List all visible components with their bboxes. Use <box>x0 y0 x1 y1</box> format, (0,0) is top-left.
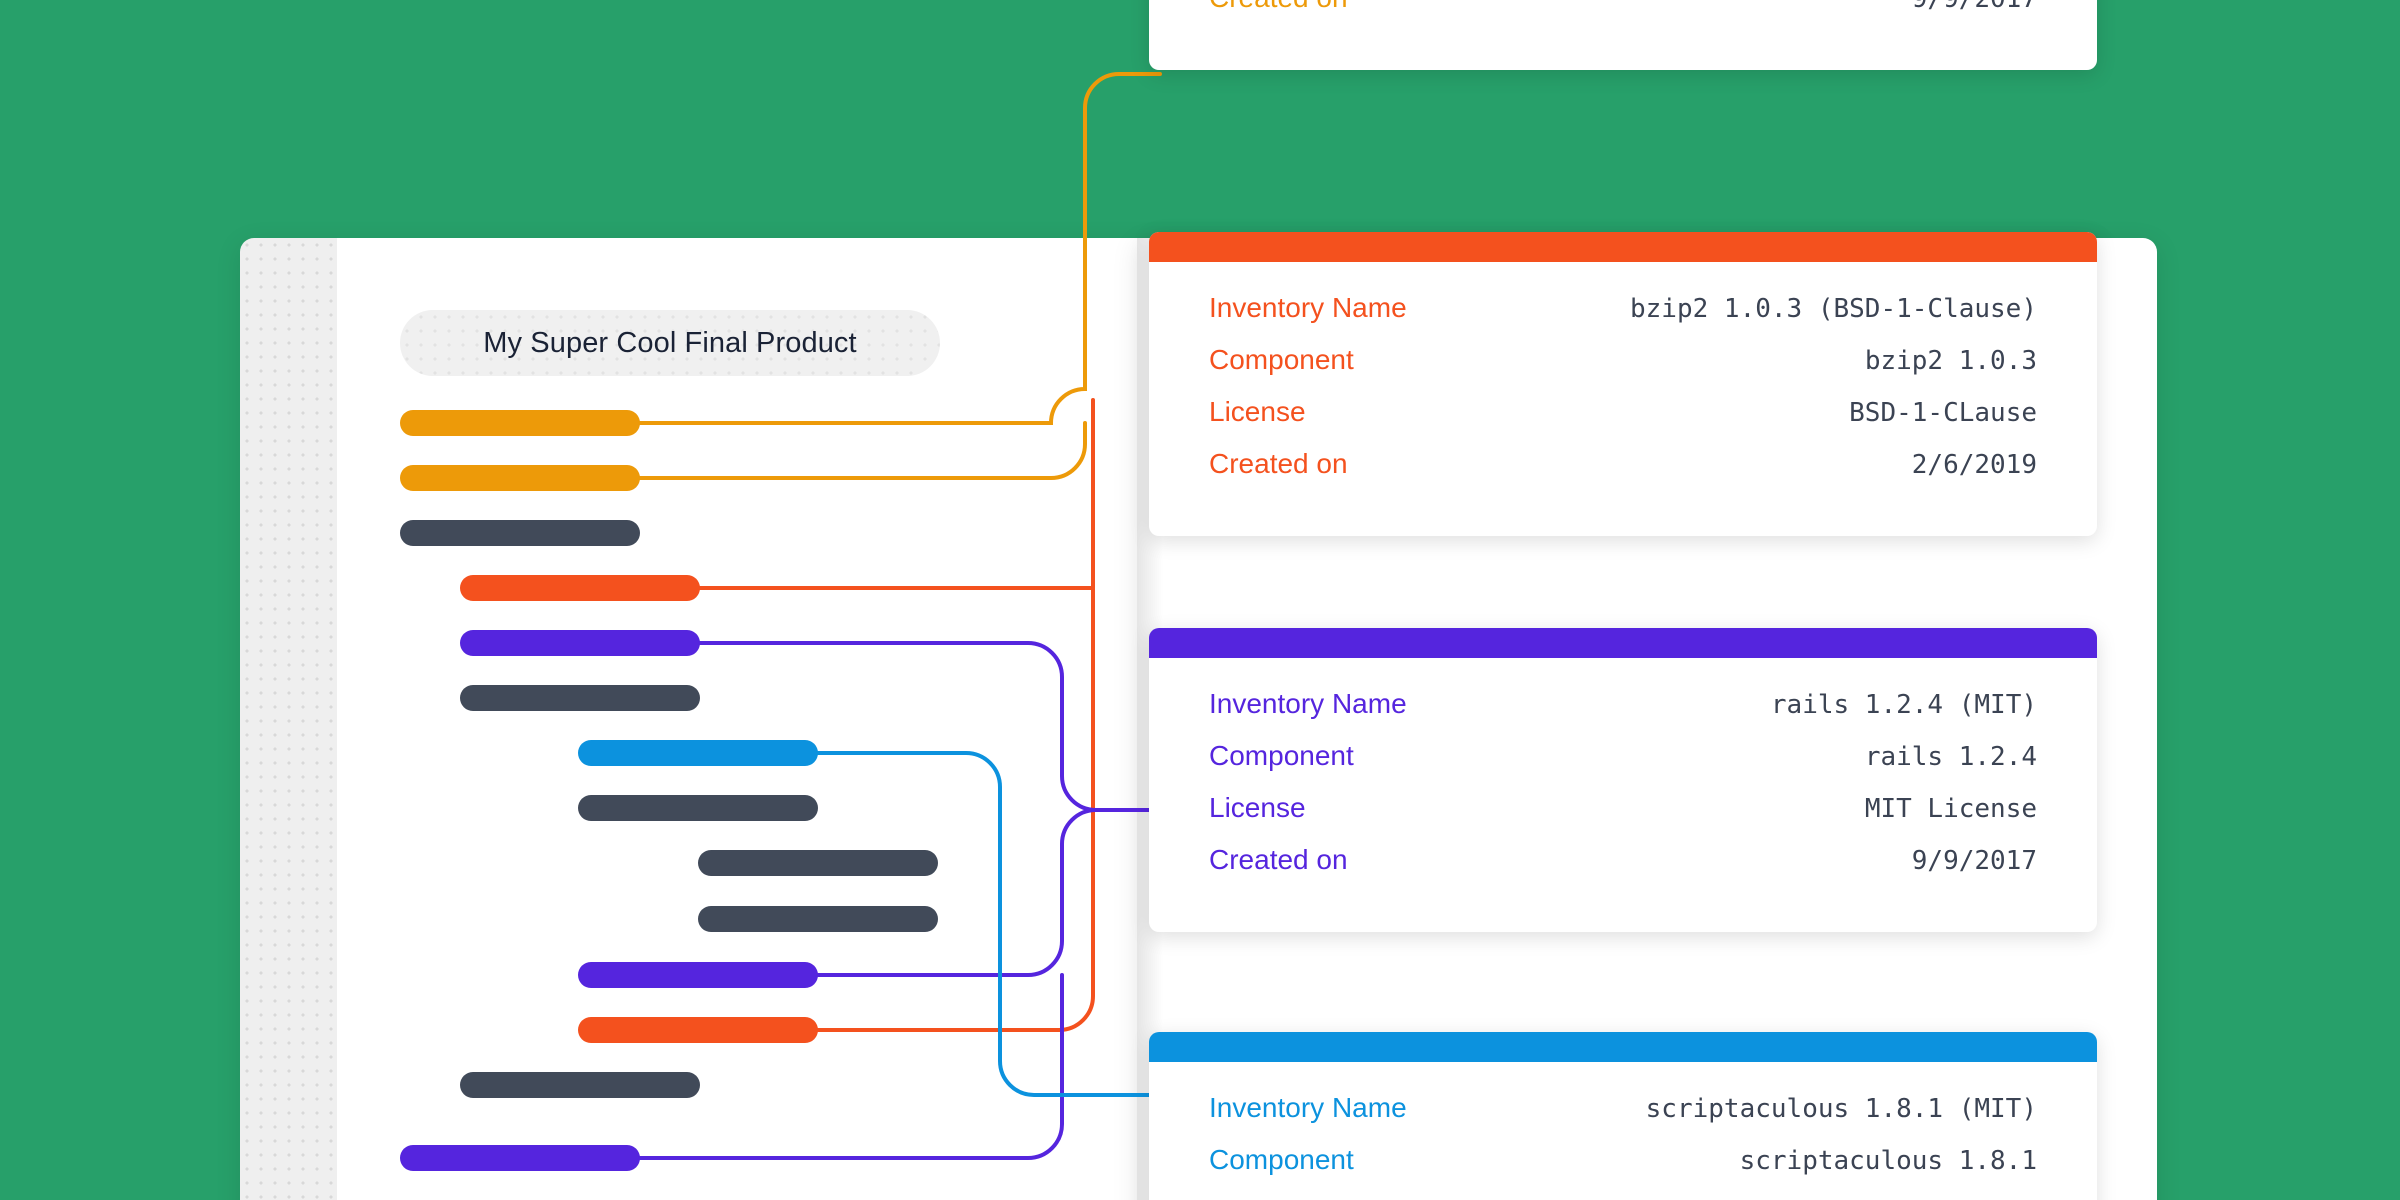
node-dark-5[interactable] <box>698 906 938 932</box>
node-purple-2[interactable] <box>578 962 818 988</box>
card-apache[interactable]: Licenseapache-2.0Created on9/9/2017 <box>1149 0 2097 70</box>
row-value-component: rails 1.2.4 <box>1864 742 2037 772</box>
row-label-license: License <box>1209 792 1306 823</box>
card-row-created-on: Created on 9/9/2017 <box>1209 844 2037 896</box>
row-label-component: Component <box>1209 344 1354 375</box>
wire-purple-mid <box>816 808 1098 977</box>
node-orange-2[interactable] <box>400 465 640 491</box>
card-body: Inventory Name rails 1.2.4 (MIT) Component… <box>1149 658 2097 932</box>
node-red-2[interactable] <box>578 1017 818 1043</box>
card-row-component: Component scriptaculous 1.8.1 <box>1209 1144 2037 1196</box>
card-row-license: License BSD-1-CLause <box>1209 396 2037 448</box>
product-title-pill[interactable]: My Super Cool Final Product <box>400 310 940 376</box>
node-purple-3[interactable] <box>400 1145 640 1171</box>
row-value-created-on: 2/6/2019 <box>1911 450 2037 480</box>
row-value-created-on: 9/9/2017 <box>1911 846 2037 876</box>
row-label-created-on: Created on <box>1209 448 1348 479</box>
node-orange-1[interactable] <box>400 410 640 436</box>
wire-purple-bottom <box>638 973 1064 1160</box>
row-label-inventory-name: Inventory Name <box>1209 292 1407 323</box>
wire-red-upper <box>698 398 1095 590</box>
card-bzip2[interactable]: Inventory Name bzip2 1.0.3 (BSD-1-Clause)… <box>1149 232 2097 536</box>
node-purple-1[interactable] <box>460 630 700 656</box>
node-dark-1[interactable] <box>400 520 640 546</box>
row-value-license: MIT License <box>1864 794 2037 824</box>
card-accent-bar <box>1149 628 2097 658</box>
wire-orange-top <box>638 72 1162 425</box>
node-dark-2[interactable] <box>460 685 700 711</box>
node-dark-3[interactable] <box>578 795 818 821</box>
row-value-component: scriptaculous 1.8.1 <box>1739 1146 2037 1176</box>
row-value-created-on: 9/9/2017 <box>1912 0 2037 14</box>
card-row-component: Component rails 1.2.4 <box>1209 740 2037 792</box>
node-red-1[interactable] <box>460 575 700 601</box>
card-body: Licenseapache-2.0Created on9/9/2017 <box>1149 0 2097 70</box>
row-label-component: Component <box>1209 1144 1354 1175</box>
card-rails[interactable]: Inventory Name rails 1.2.4 (MIT) Component… <box>1149 628 2097 932</box>
row-value-component: bzip2 1.0.3 <box>1864 346 2037 376</box>
card-body: Inventory Name bzip2 1.0.3 (BSD-1-Clause)… <box>1149 262 2097 536</box>
card-row-license: License MIT License <box>1209 792 2037 844</box>
row-value-inventory-name: bzip2 1.0.3 (BSD-1-Clause) <box>1630 294 2037 324</box>
row-label-component: Component <box>1209 740 1354 771</box>
card-row-created-on: Created on 9/9/2017 <box>1209 0 2037 34</box>
card-body: Inventory Name scriptaculous 1.8.1 (MIT) C… <box>1149 1062 2097 1200</box>
row-label-created-on: Created on <box>1209 0 1348 14</box>
node-dark-4[interactable] <box>698 850 938 876</box>
card-row-component: Component bzip2 1.0.3 <box>1209 344 2037 396</box>
card-row-created-on: Created on 2/6/2019 <box>1209 448 2037 500</box>
card-accent-bar <box>1149 1032 2097 1062</box>
card-accent-bar <box>1149 232 2097 262</box>
node-dark-6[interactable] <box>460 1072 700 1098</box>
row-label-created-on: Created on <box>1209 844 1348 875</box>
card-row-inventory-name: Inventory Name bzip2 1.0.3 (BSD-1-Clause) <box>1209 292 2037 344</box>
wire-purple-rails <box>698 641 1162 812</box>
row-label-inventory-name: Inventory Name <box>1209 1092 1407 1123</box>
row-value-inventory-name: scriptaculous 1.8.1 (MIT) <box>1645 1094 2037 1124</box>
row-value-inventory-name: rails 1.2.4 (MIT) <box>1770 690 2037 720</box>
row-label-license: License <box>1209 396 1306 427</box>
product-title-label: My Super Cool Final Product <box>483 326 857 359</box>
row-label-inventory-name: Inventory Name <box>1209 688 1407 719</box>
card-row-inventory-name: Inventory Name rails 1.2.4 (MIT) <box>1209 688 2037 740</box>
node-blue-1[interactable] <box>578 740 818 766</box>
row-value-license: BSD-1-CLause <box>1849 398 2037 428</box>
wire-blue-scriptaculous <box>816 751 1162 1097</box>
card-row-inventory-name: Inventory Name scriptaculous 1.8.1 (MIT) <box>1209 1092 2037 1144</box>
card-scriptaculous[interactable]: Inventory Name scriptaculous 1.8.1 (MIT) C… <box>1149 1032 2097 1200</box>
wire-orange-branch <box>638 421 1087 480</box>
